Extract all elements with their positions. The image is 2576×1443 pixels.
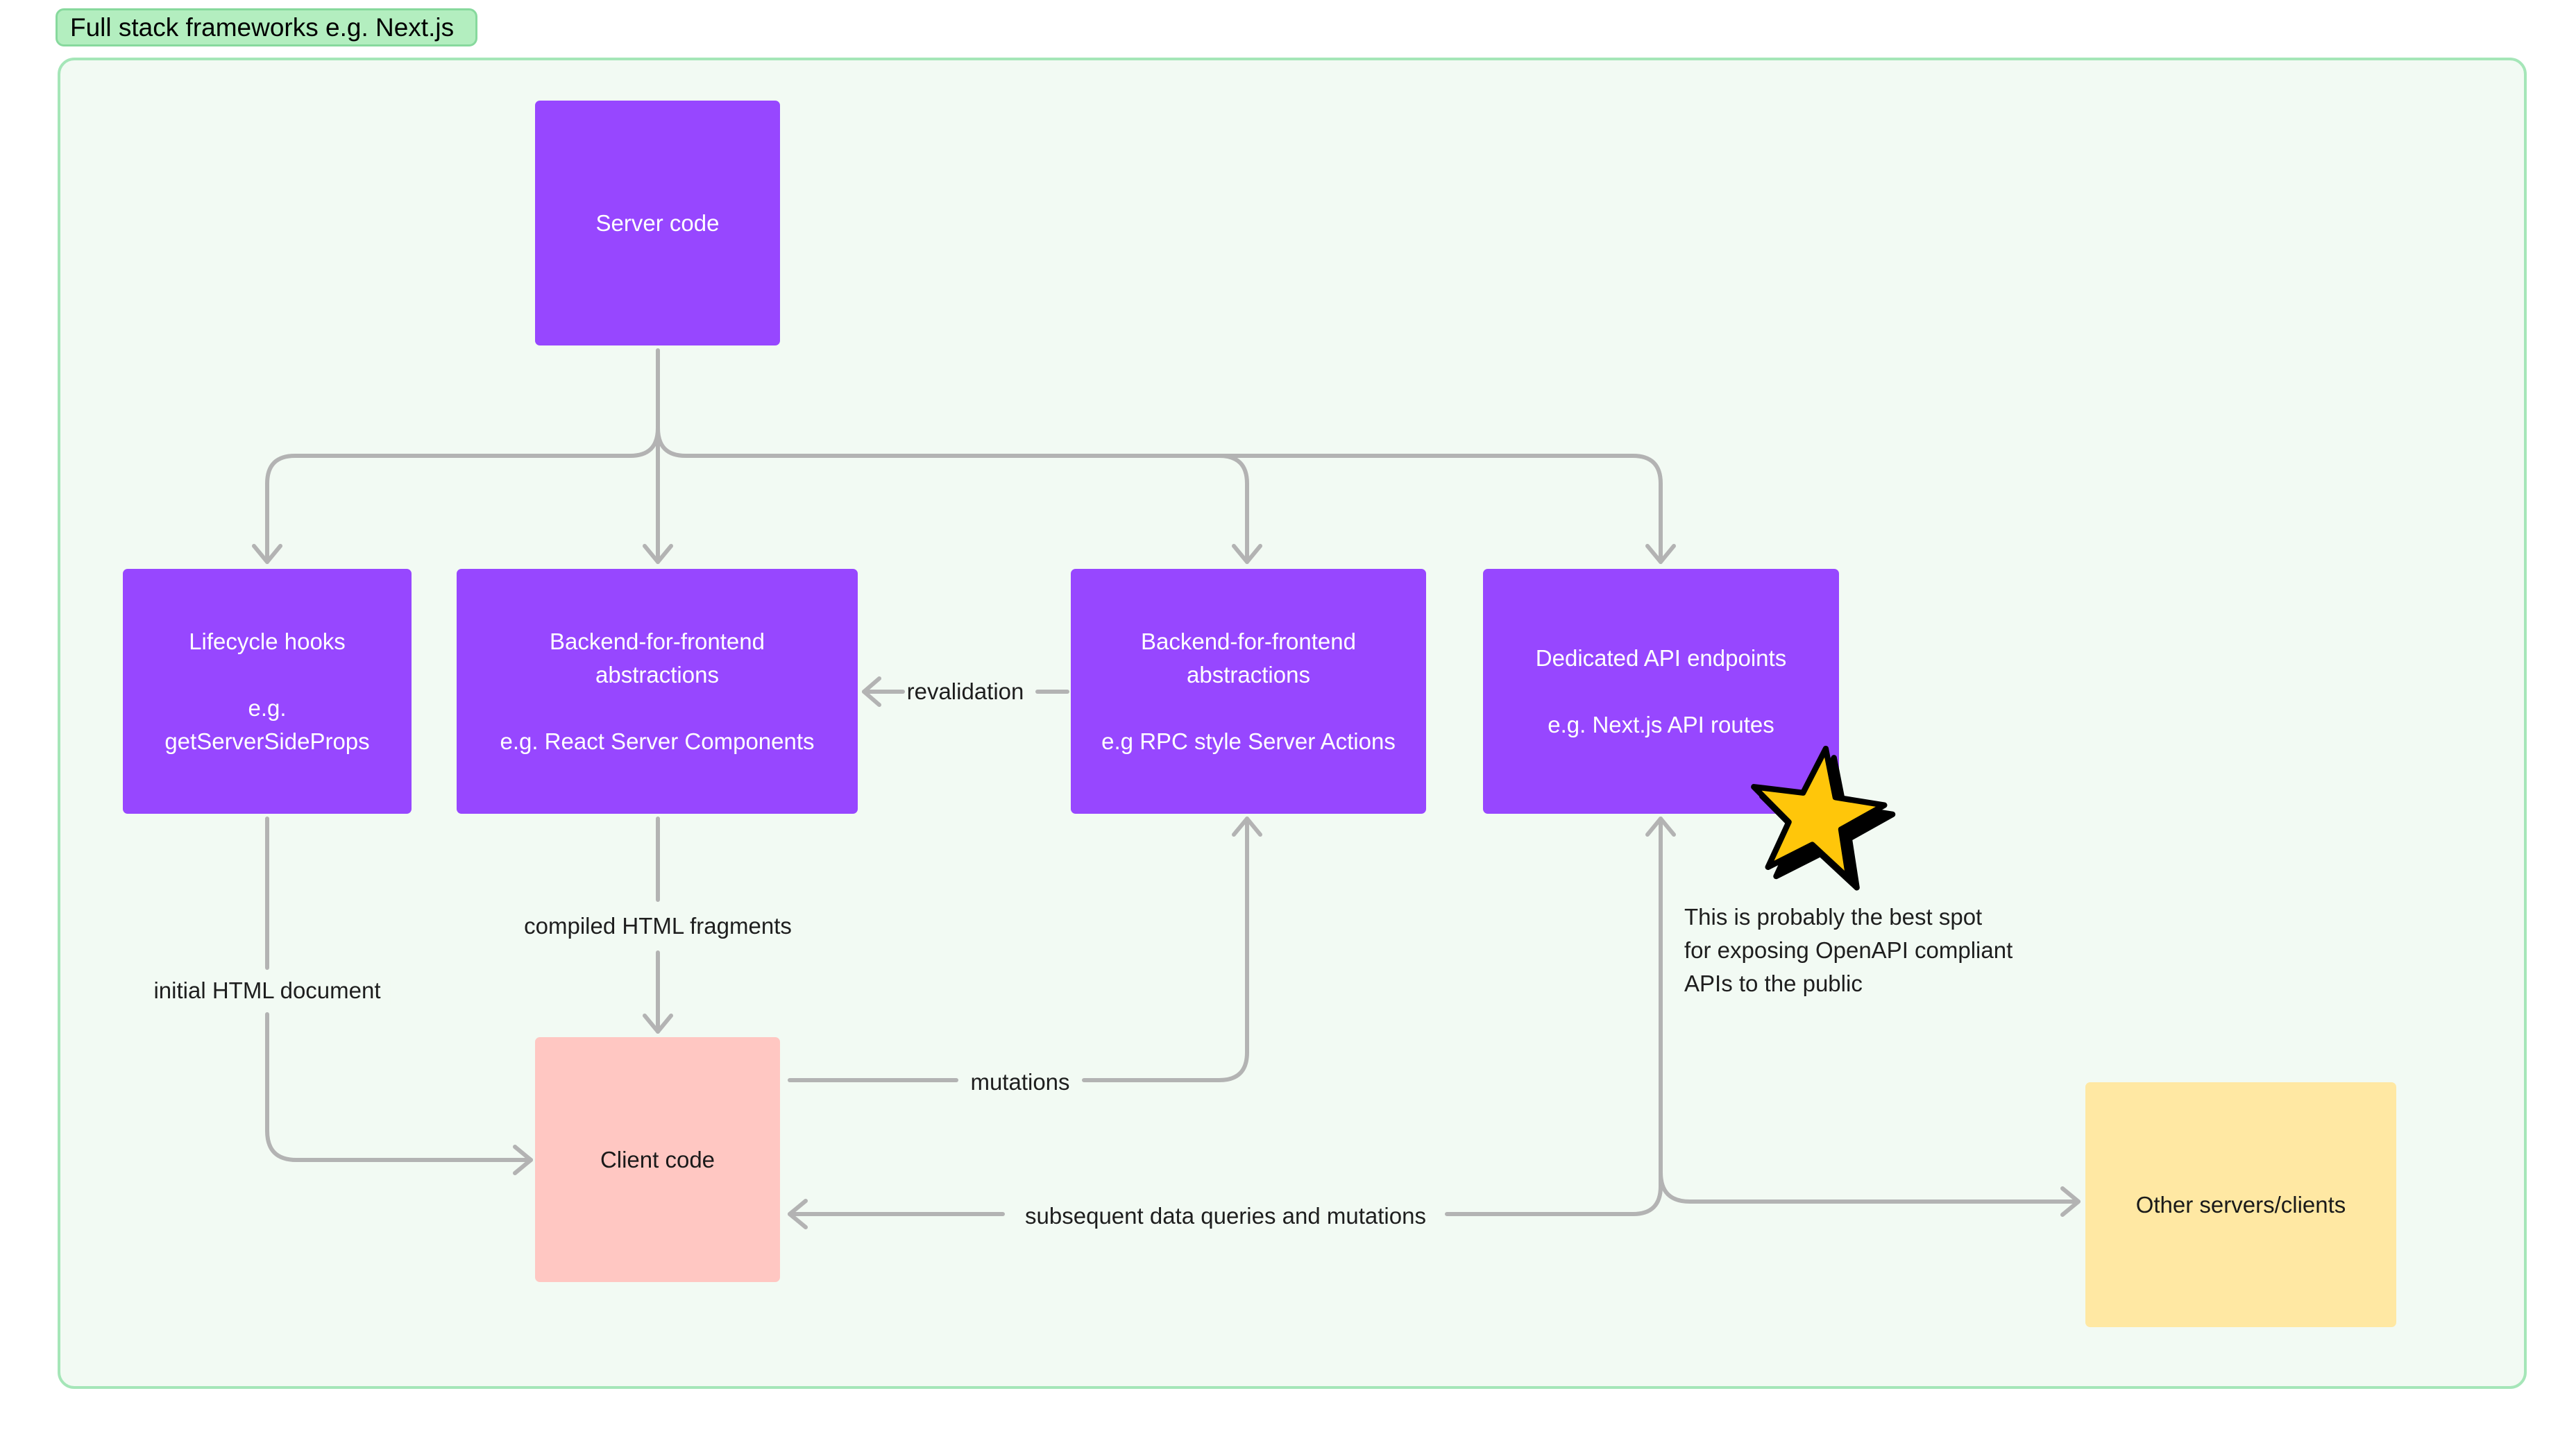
node-bff-server-actions[interactable]: Backend-for-frontend abstractions e.g RP… <box>1071 569 1426 814</box>
note-best-spot: This is probably the best spot for expos… <box>1684 900 2012 1000</box>
arrowhead <box>788 1199 808 1229</box>
edge-label-mutations: mutations <box>970 1069 1070 1095</box>
node-other-servers-clients[interactable]: Other servers/clients <box>2085 1082 2396 1327</box>
edge-label-compiled-html: compiled HTML fragments <box>524 913 792 939</box>
node-lifecycle-hooks-title: Lifecycle hooks <box>189 628 346 654</box>
node-lifecycle-hooks-example: getServerSideProps <box>164 728 370 754</box>
edge-server-to-bff-actions <box>656 426 1249 564</box>
node-bff-actions-title-1: Backend-for-frontend <box>1140 628 1356 654</box>
arrowhead <box>1232 544 1262 564</box>
arrowhead <box>1232 817 1262 837</box>
node-other-label: Other servers/clients <box>2135 1191 2346 1218</box>
arrowhead <box>643 544 673 564</box>
node-bff-rsc-example: e.g. React Server Components <box>500 728 815 754</box>
arrowhead <box>862 676 881 707</box>
arrowhead <box>1645 544 1676 564</box>
node-api-title: Dedicated API endpoints <box>1535 644 1787 671</box>
arrowhead <box>1645 817 1676 837</box>
arrowhead <box>513 1145 533 1175</box>
node-bff-rsc-title-1: Backend-for-frontend <box>549 628 765 654</box>
arrowhead <box>2060 1186 2081 1217</box>
node-bff-actions-example: e.g RPC style Server Actions <box>1101 728 1396 754</box>
note-line-2: for exposing OpenAPI compliant <box>1684 937 2013 963</box>
edge-mutations <box>1082 817 1249 1082</box>
node-server-code[interactable]: Server code <box>535 101 780 345</box>
node-server-code-label: Server code <box>595 210 720 236</box>
node-bff-rsc-title-2: abstractions <box>595 661 719 688</box>
node-bff-actions-title-2: abstractions <box>1187 661 1310 688</box>
node-api-example: e.g. Next.js API routes <box>1548 711 1774 737</box>
arrowhead <box>643 1014 673 1034</box>
edge-server-to-api <box>1217 454 1663 564</box>
note-line-1: This is probably the best spot <box>1684 904 1983 930</box>
node-lifecycle-hooks-eg: e.g. <box>248 694 287 721</box>
note-line-3: APIs to the public <box>1684 971 1863 996</box>
edge-server-to-lifecycle <box>265 348 660 564</box>
node-dedicated-api-endpoints[interactable]: Dedicated API endpoints e.g. Next.js API… <box>1483 569 1839 814</box>
node-client-code[interactable]: Client code <box>535 1037 780 1282</box>
node-lifecycle-hooks[interactable]: Lifecycle hooks e.g. getServerSideProps <box>123 569 412 814</box>
edge-to-other <box>1659 1170 2081 1204</box>
edge-label-revalidation: revalidation <box>906 678 1024 704</box>
edge-initial-html <box>265 1012 533 1162</box>
edge-subsequent <box>1445 817 1663 1216</box>
arrowhead <box>252 544 282 564</box>
edge-label-initial-html: initial HTML document <box>144 977 391 1005</box>
node-bff-react-server-components[interactable]: Backend-for-frontend abstractions e.g. R… <box>457 569 858 814</box>
node-client-code-label: Client code <box>600 1146 715 1172</box>
edge-label-subsequent: subsequent data queries and mutations <box>1025 1203 1426 1229</box>
section-title: Full stack frameworks e.g. Next.js <box>56 8 478 46</box>
